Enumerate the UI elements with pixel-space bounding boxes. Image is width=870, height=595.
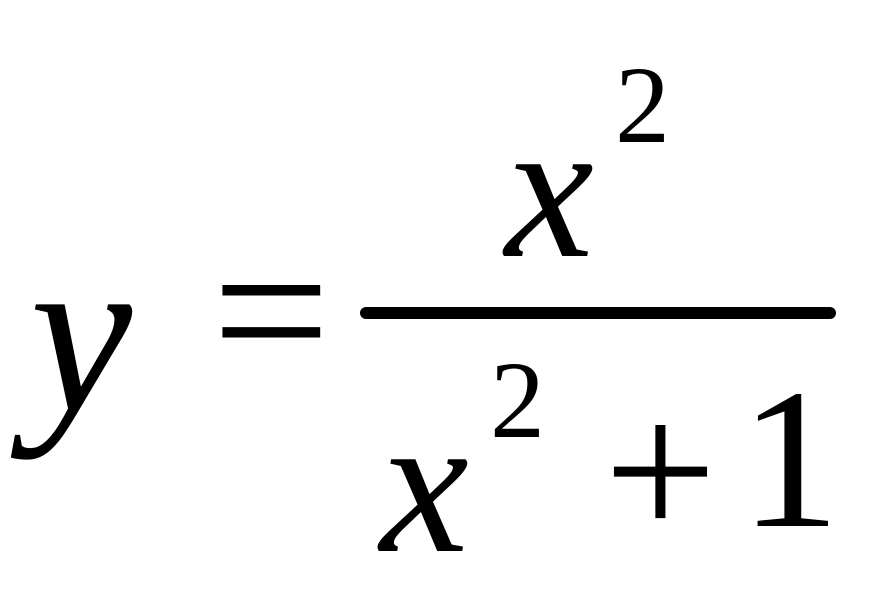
denominator-exponent: 2 [490, 339, 545, 461]
denominator-constant: 1 [740, 349, 840, 570]
math-equation: y = x 2 x 2 + 1 [30, 44, 840, 585]
equals-sign: = [212, 195, 331, 427]
plus-sign: + [604, 361, 717, 582]
lhs-variable-y: y [30, 205, 133, 460]
denominator-variable-x: x [380, 374, 469, 595]
fraction-bar [360, 307, 836, 319]
numerator-variable-x: x [505, 79, 594, 300]
numerator-exponent: 2 [615, 44, 670, 166]
